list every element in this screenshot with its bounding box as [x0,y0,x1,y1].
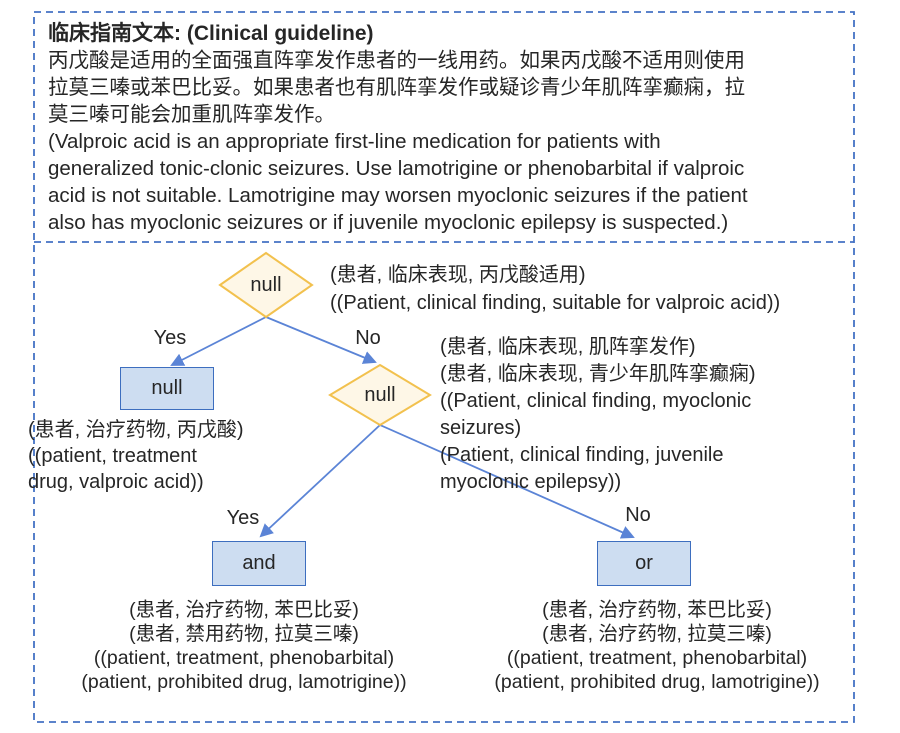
outer-dashed-border [33,11,855,723]
edge-label-no-level1: No [355,327,381,349]
mid-decision-diamond [328,363,432,427]
guideline-en-text: (Valproic acid is an appropriate first-l… [48,130,748,234]
edge-label-yes-level1: Yes [153,327,187,349]
edge-root-yes [170,316,267,366]
root-annotation: (患者, 临床表现, 丙戊酸适用) ((Patient, clinical fi… [330,264,781,314]
leaf-box-or-label: or [635,552,653,574]
mid-decision-label: null [364,384,396,406]
leaf-box-null: null [120,367,214,410]
leaf-box-and: and [212,541,306,586]
root-decision-label: null [250,274,282,296]
or-leaf-annotation: (患者, 治疗药物, 苯巴比妥) (患者, 治疗药物, 拉莫三嗪) ((pati… [494,599,820,693]
leaf-box-and-label: and [242,552,276,574]
null-leaf-annotation: (患者, 治疗药物, 丙戊酸) ((patient, treatment dru… [28,419,244,493]
leaf-box-or: or [597,541,691,586]
leaf-box-null-label: null [151,377,183,399]
edge-mid-yes [259,424,381,538]
guideline-title: 临床指南文本: (Clinical guideline) [48,22,374,45]
edge-mid-no [379,424,635,539]
mid-annotation: (患者, 临床表现, 肌阵挛发作) (患者, 临床表现, 青少年肌阵挛癫痫) (… [440,336,756,493]
guideline-panel: 临床指南文本: (Clinical guideline) 丙戊酸是适用的全面强直… [48,20,846,236]
root-decision-diamond [218,251,314,319]
and-leaf-annotation: (患者, 治疗药物, 苯巴比妥) (患者, 禁用药物, 拉莫三嗪) ((pati… [81,599,407,693]
edge-root-no [265,316,377,364]
edge-label-yes-level2: Yes [226,507,260,529]
guideline-zh-text: 丙戊酸是适用的全面强直阵挛发作患者的一线用药。如果丙戊酸不适用则使用 拉莫三嗪或… [48,49,745,126]
edge-label-no-level2: No [625,504,651,526]
